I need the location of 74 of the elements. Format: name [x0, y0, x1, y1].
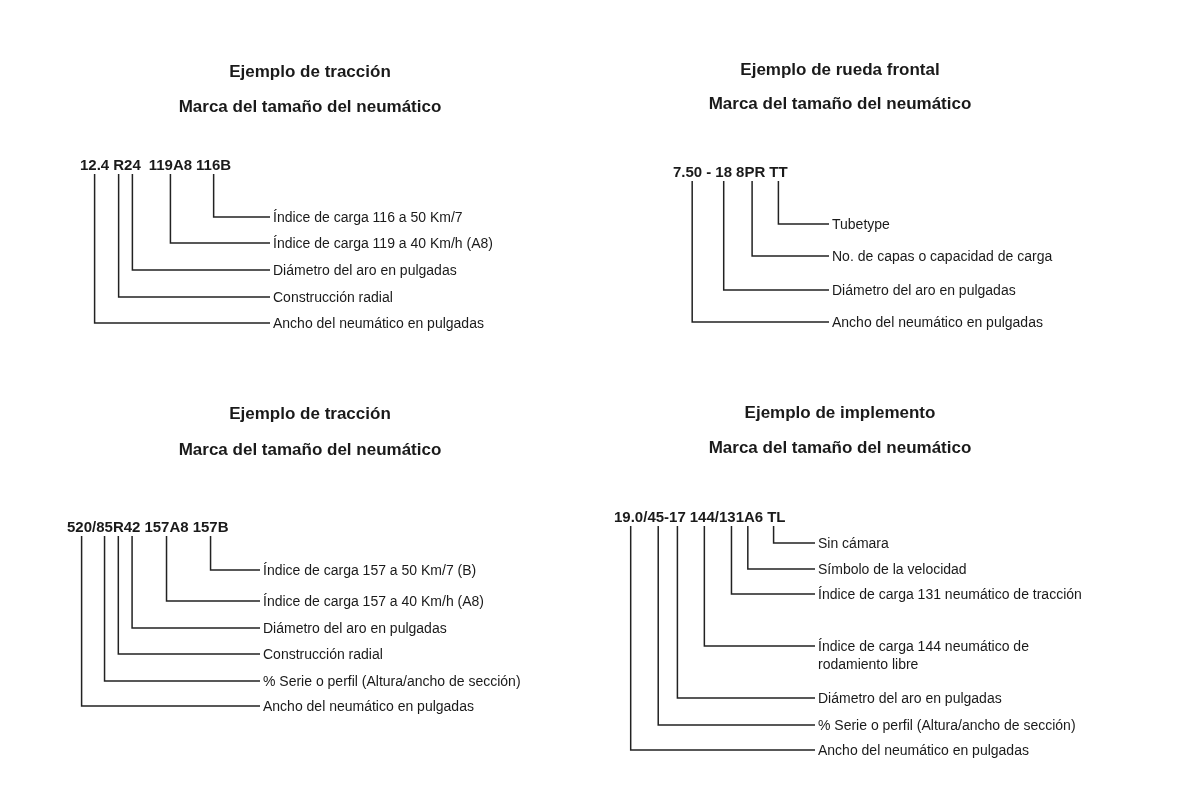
leader-line	[691, 180, 830, 323]
panel-title: Ejemplo de implemento	[744, 403, 936, 423]
leader-label: Índice de carga 119 a 40 Km/h (A8)	[273, 234, 493, 252]
leader-line	[629, 525, 816, 751]
leader-line	[703, 525, 816, 647]
tire-code-part: 17	[669, 508, 686, 525]
leader-line	[722, 180, 830, 291]
tire-code-part: 19.0/	[614, 508, 648, 525]
panel-title: Ejemplo de tracción	[229, 404, 391, 424]
leader-label: No. de capas o capacidad de carga	[832, 247, 1053, 265]
leader-label: Índice de carga 144 neumático de rodamiento libre	[818, 637, 1058, 673]
leader-line	[747, 525, 816, 570]
leader-line	[657, 525, 816, 726]
leader-label: Ancho del neumático en pulgadas	[832, 313, 1043, 331]
leader-line	[212, 173, 271, 218]
leader-label: Símbolo de la velocidad	[818, 560, 967, 578]
tire-code-part: 116B	[196, 156, 232, 173]
leader-line	[209, 535, 261, 571]
leader-line	[777, 180, 830, 225]
panel-title: Ejemplo de rueda frontal	[740, 60, 940, 80]
panel-subtitle: Marca del tamaño del neumático	[178, 97, 442, 117]
tire-code-part: 520/	[67, 518, 97, 535]
tire-code-part: 85	[96, 518, 113, 535]
tire-code-part: TL	[767, 508, 786, 525]
leader-line	[131, 535, 261, 629]
tire-code-part: 18	[715, 163, 733, 180]
leader-label: % Serie o perfil (Altura/ancho de sección)	[263, 672, 521, 690]
tire-code-part: 144/	[689, 508, 719, 525]
leader-label: Índice de carga 131 neumático de tracción	[818, 585, 1082, 603]
leader-line	[751, 180, 830, 257]
tire-code-part: 45-	[647, 508, 670, 525]
leader-label: Ancho del neumático en pulgadas	[263, 697, 474, 715]
leader-label: Índice de carga 157 a 40 Km/h (A8)	[263, 592, 485, 610]
leader-label: Sin cámara	[818, 534, 889, 552]
panel-title: Ejemplo de tracción	[229, 62, 391, 82]
panel-subtitle: Marca del tamaño del neumático	[708, 438, 972, 458]
leader-line	[80, 535, 261, 707]
leader-line	[131, 173, 271, 271]
leader-line	[165, 535, 261, 602]
leader-label: Diámetro del aro en pulgadas	[818, 689, 1002, 707]
leader-line	[772, 525, 816, 544]
leader-line	[117, 535, 261, 655]
tire-code-part: 12.4	[80, 156, 110, 173]
tire-code-part: 42	[123, 518, 141, 535]
tire-code-part: 8PR	[736, 163, 766, 180]
leader-label: Índice de carga 116 a 50 Km/7	[273, 208, 463, 226]
tire-code-part: A6	[744, 508, 764, 525]
leader-label: Ancho del neumático en pulgadas	[818, 741, 1029, 759]
leader-label: Construcción radial	[273, 288, 393, 306]
tire-code-part: 157A8	[144, 518, 189, 535]
leader-line	[117, 173, 271, 298]
tire-code-part: 24	[124, 156, 141, 173]
tire-code-part: R	[113, 156, 125, 173]
leader-label: Ancho del neumático en pulgadas	[273, 314, 484, 332]
tire-code-part: TT	[769, 163, 788, 180]
tire-code-part: 7.50 -	[673, 163, 712, 180]
panel-subtitle: Marca del tamaño del neumático	[708, 94, 972, 114]
leader-label: Tubetype	[832, 215, 890, 233]
tire-code-part: 157B	[192, 518, 229, 535]
leader-label: Construcción radial	[263, 645, 383, 663]
leader-label: Índice de carga 157 a 50 Km/7 (B)	[263, 561, 477, 579]
tire-code-part: 131	[718, 508, 744, 525]
leader-label: Diámetro del aro en pulgadas	[832, 281, 1016, 299]
leader-line	[93, 173, 271, 324]
leader-label: Diámetro del aro en pulgadas	[263, 619, 447, 637]
leader-label: Diámetro del aro en pulgadas	[273, 261, 457, 279]
leader-line	[103, 535, 261, 682]
tire-code-part: 119A8	[148, 156, 193, 173]
leader-line	[169, 173, 271, 244]
leader-label: % Serie o perfil (Altura/ancho de sección)	[818, 716, 1076, 734]
leader-line	[676, 525, 816, 699]
panel-subtitle: Marca del tamaño del neumático	[178, 440, 442, 460]
leader-line	[730, 525, 816, 595]
tire-code-part: R	[112, 518, 124, 535]
